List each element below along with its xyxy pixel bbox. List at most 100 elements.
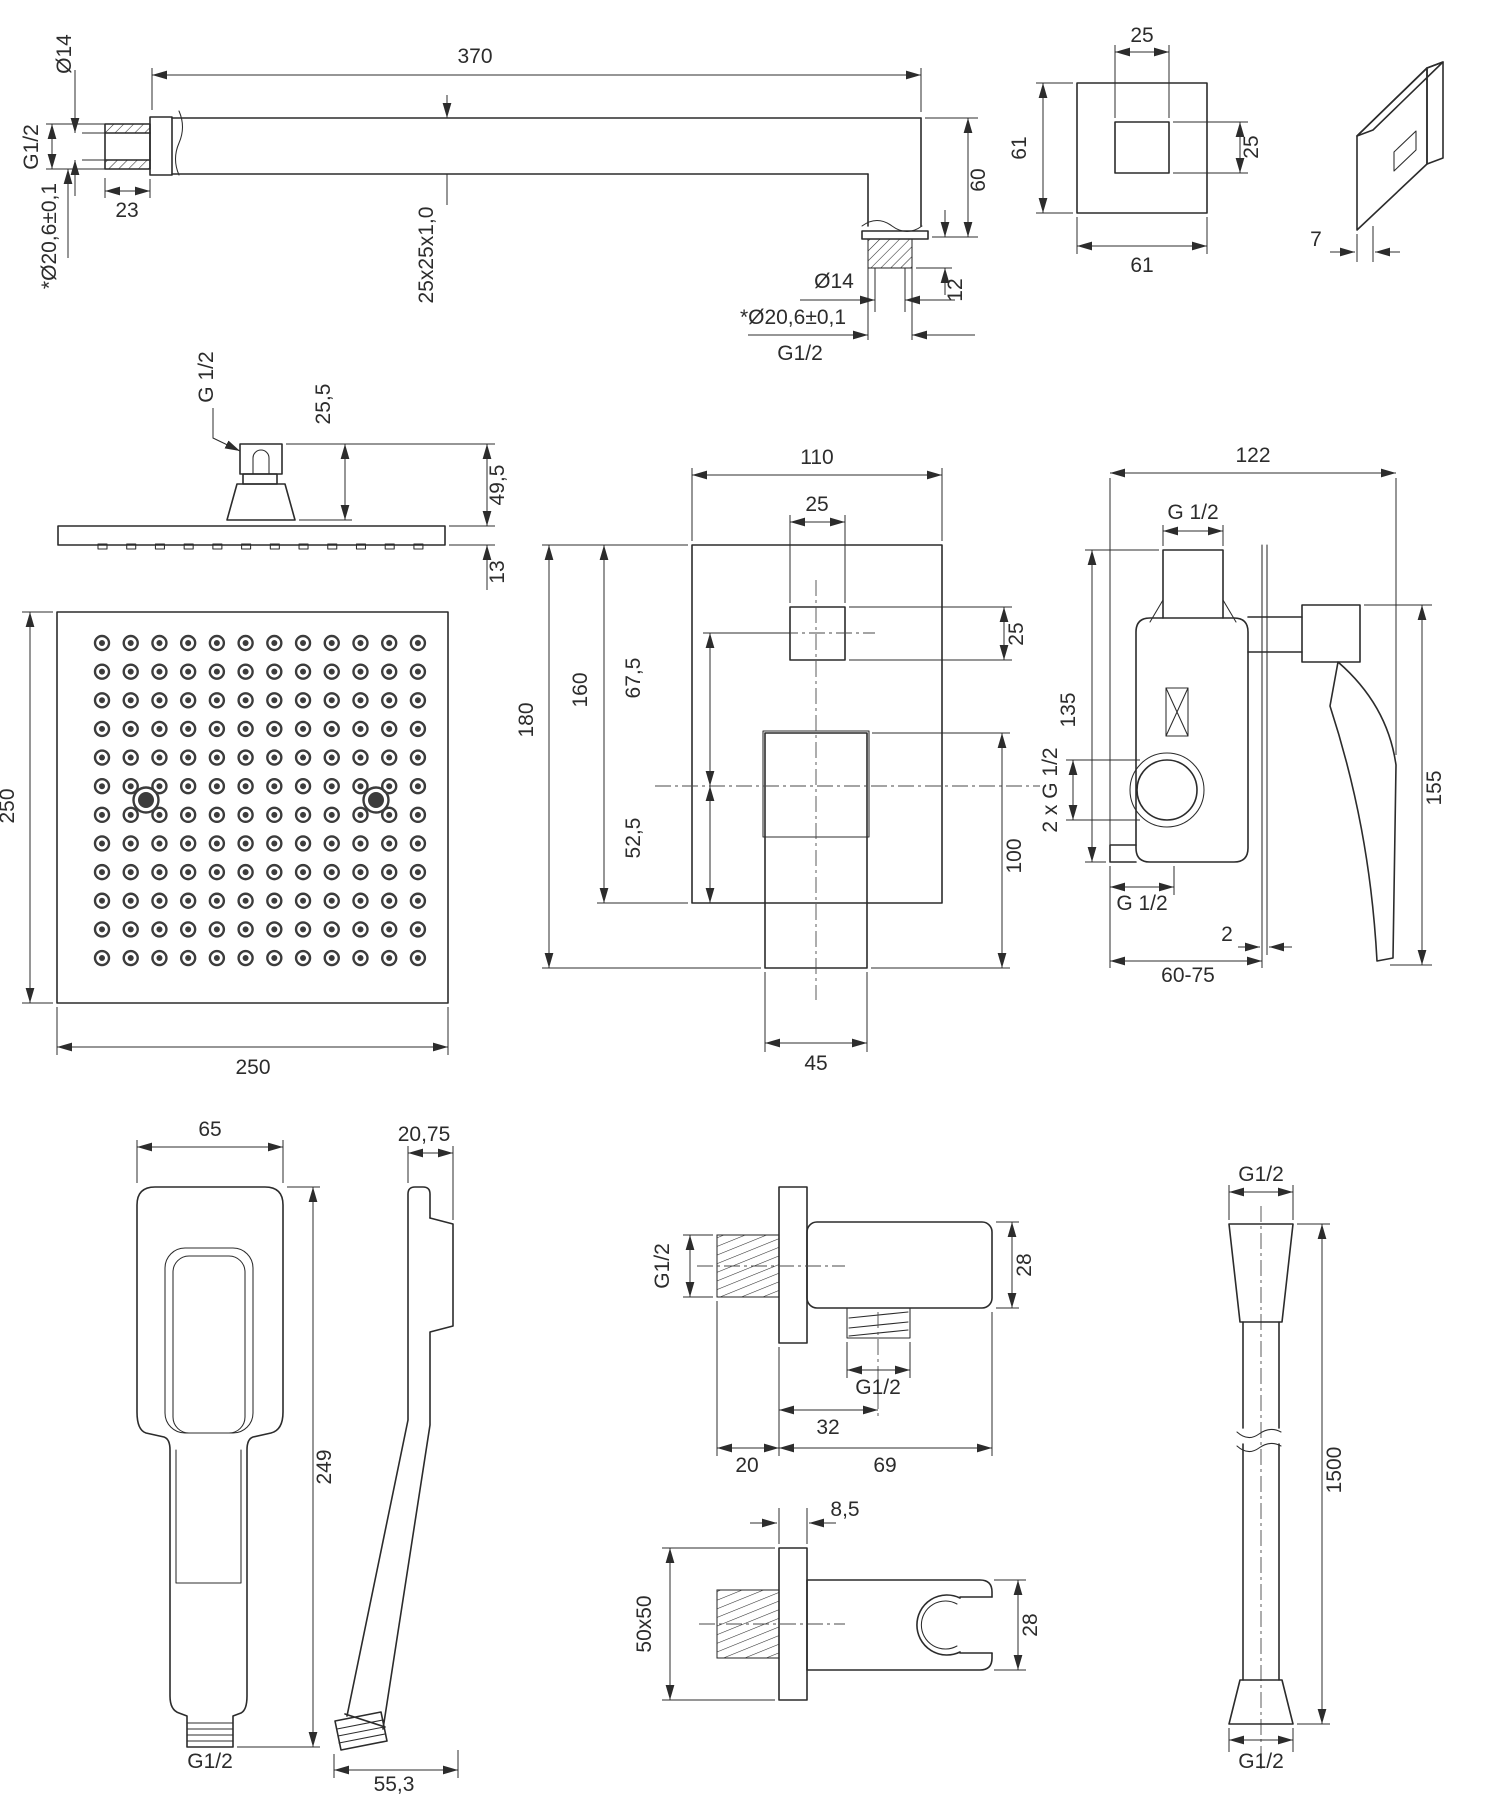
mixer-port-circle xyxy=(1136,759,1198,821)
dim-mixer-h-upper: 135 xyxy=(1057,692,1080,727)
head-side-pipe xyxy=(252,449,270,475)
flange-iso-side xyxy=(1426,61,1444,165)
mixer-stem xyxy=(1247,616,1303,653)
dim-arm-d206-left: *Ø20,6±0,1 xyxy=(38,183,61,289)
view-flange: 25 25 61 61 xyxy=(1008,24,1263,277)
head-side-collar xyxy=(242,473,278,485)
dim-arm-profile: 25x25x1,0 xyxy=(415,207,438,304)
dim-elbow-body-h: 28 xyxy=(1013,1253,1036,1276)
elbow-body xyxy=(806,1221,993,1309)
dim-hand-thread: G1/2 xyxy=(187,1750,233,1773)
dim-elbow-body-len: 69 xyxy=(873,1454,896,1477)
hand-side-front-edge xyxy=(346,1186,431,1717)
dim-hand-base: 55,3 xyxy=(374,1773,415,1796)
hose-nut-bottom xyxy=(1228,1679,1294,1725)
mixer-inlet-pipe xyxy=(1162,549,1224,619)
dim-flange-h: 61 xyxy=(1008,136,1031,159)
dim-elbow-outlet-off: 32 xyxy=(816,1416,839,1439)
dim-mixer-hole-h: 25 xyxy=(1005,622,1028,645)
dim-arm-g12-right: G1/2 xyxy=(777,342,823,365)
arm-fitting-wave xyxy=(861,219,923,233)
flange-hole xyxy=(1114,121,1170,174)
dim-arm-thread-len: 23 xyxy=(115,199,138,222)
hand-side-cap xyxy=(344,1713,386,1728)
dim-head-thread: G 1/2 xyxy=(195,351,218,402)
holder-arm xyxy=(806,1579,993,1671)
dim-mixer-hole-w: 25 xyxy=(805,493,828,516)
dim-head-w: 250 xyxy=(235,1056,270,1079)
dim-mixer-ports: 2 x G 1/2 xyxy=(1039,747,1062,832)
dim-head-neck: 25,5 xyxy=(312,384,335,425)
dim-hand-len: 249 xyxy=(313,1449,336,1484)
dim-mixer-outlet: G 1/2 xyxy=(1116,892,1167,915)
dim-mixer-h-total: 155 xyxy=(1423,770,1446,805)
flange-iso-top xyxy=(1356,61,1444,137)
arm-fitting-thread xyxy=(867,238,913,269)
dim-mixer-handle-w: 45 xyxy=(804,1052,827,1075)
dim-mixer-inlet: G 1/2 xyxy=(1167,501,1218,524)
dim-arm-d14-left: Ø14 xyxy=(53,34,76,74)
dim-elbow-wall-len: 20 xyxy=(735,1454,758,1477)
mixer-spout-hole xyxy=(789,606,846,661)
dim-elbow-outlet: G1/2 xyxy=(855,1376,901,1399)
dim-holder-plate: 50x50 xyxy=(633,1595,656,1652)
mixer-cartridge-window xyxy=(1165,687,1189,737)
view-head-side: G 1/2 25,5 49,5 13 xyxy=(57,351,509,590)
hose-break xyxy=(1236,1428,1282,1453)
dim-flange-hole-w: 25 xyxy=(1130,24,1153,47)
head-side-nut xyxy=(239,443,283,475)
dim-arm-length: 370 xyxy=(457,45,492,68)
mixer-knob xyxy=(1301,604,1361,663)
dim-mixer-plate-thk: 2 xyxy=(1221,923,1233,946)
dim-hose-top: G1/2 xyxy=(1238,1163,1284,1186)
dim-flange-w: 61 xyxy=(1130,254,1153,277)
dim-mixer-lower: 52,5 xyxy=(622,818,645,859)
dim-head-h: 250 xyxy=(0,788,19,823)
view-holder: 8,5 50x50 28 xyxy=(633,1498,1042,1701)
dim-hose-len: 1500 xyxy=(1323,1447,1346,1494)
dim-hand-w: 65 xyxy=(198,1118,221,1141)
head-face-nozzle-grid xyxy=(93,634,427,967)
view-hose: G1/2 1500 G1/2 xyxy=(1228,1163,1346,1773)
view-shower-arm: 370 25x25x1,0 Ø14 G1/2 *Ø20,6±0,1 23 60 … xyxy=(20,34,990,365)
view-flange-iso: 7 xyxy=(1310,61,1444,262)
elbow-wall-plate xyxy=(778,1186,808,1344)
view-mixer-side: 122 G 1/2 135 2 x G 1/2 155 G 1/2 2 60-7… xyxy=(1039,444,1446,987)
hose-tube xyxy=(1242,1321,1280,1681)
dim-holder-arm-h: 28 xyxy=(1019,1613,1042,1636)
dim-head-height: 49,5 xyxy=(486,465,509,506)
arm-tube xyxy=(171,117,922,175)
head-side-plate xyxy=(57,525,446,546)
arm-thread-top xyxy=(104,123,151,134)
mixer-lever xyxy=(1329,661,1397,962)
view-hand-side: 20,75 55,3 xyxy=(333,1123,459,1796)
dim-arm-d14-right: Ø14 xyxy=(814,270,854,293)
dim-hose-bottom: G1/2 xyxy=(1238,1750,1284,1773)
dim-arm-g12-left: G1/2 xyxy=(20,124,43,170)
hose-nut-top xyxy=(1228,1223,1294,1323)
dim-hand-thickness: 20,75 xyxy=(398,1123,451,1146)
elbow-outlet xyxy=(846,1307,911,1339)
mixer-body xyxy=(1135,617,1249,863)
dim-mixer-w: 110 xyxy=(800,446,833,469)
view-hand-front: 65 249 G1/2 xyxy=(136,1118,336,1773)
flange-outer xyxy=(1076,82,1208,214)
head-side-base xyxy=(226,483,296,521)
dim-mixer-h-total: 180 xyxy=(515,702,538,737)
flange-iso-hole xyxy=(1393,130,1417,172)
dim-head-plate-thk: 13 xyxy=(486,560,509,583)
arm-collar xyxy=(149,116,173,176)
dim-arm-drop: 60 xyxy=(967,168,990,191)
dim-arm-d206-right: *Ø20,6±0,1 xyxy=(740,306,846,329)
mixer-outlet-stub xyxy=(1109,844,1137,863)
dim-flange-hole-h: 25 xyxy=(1240,135,1263,158)
holder-clip-inner xyxy=(920,1600,958,1650)
hand-side-back-edge xyxy=(382,1217,454,1730)
dim-mixer-h-plate: 160 xyxy=(569,672,592,707)
head-side-nozzles xyxy=(97,543,424,550)
dim-arm-thread-len-right: 12 xyxy=(944,278,967,301)
view-elbow: G1/2 28 G1/2 32 20 69 xyxy=(651,1186,1036,1477)
dim-elbow-wall-thread: G1/2 xyxy=(651,1243,674,1289)
